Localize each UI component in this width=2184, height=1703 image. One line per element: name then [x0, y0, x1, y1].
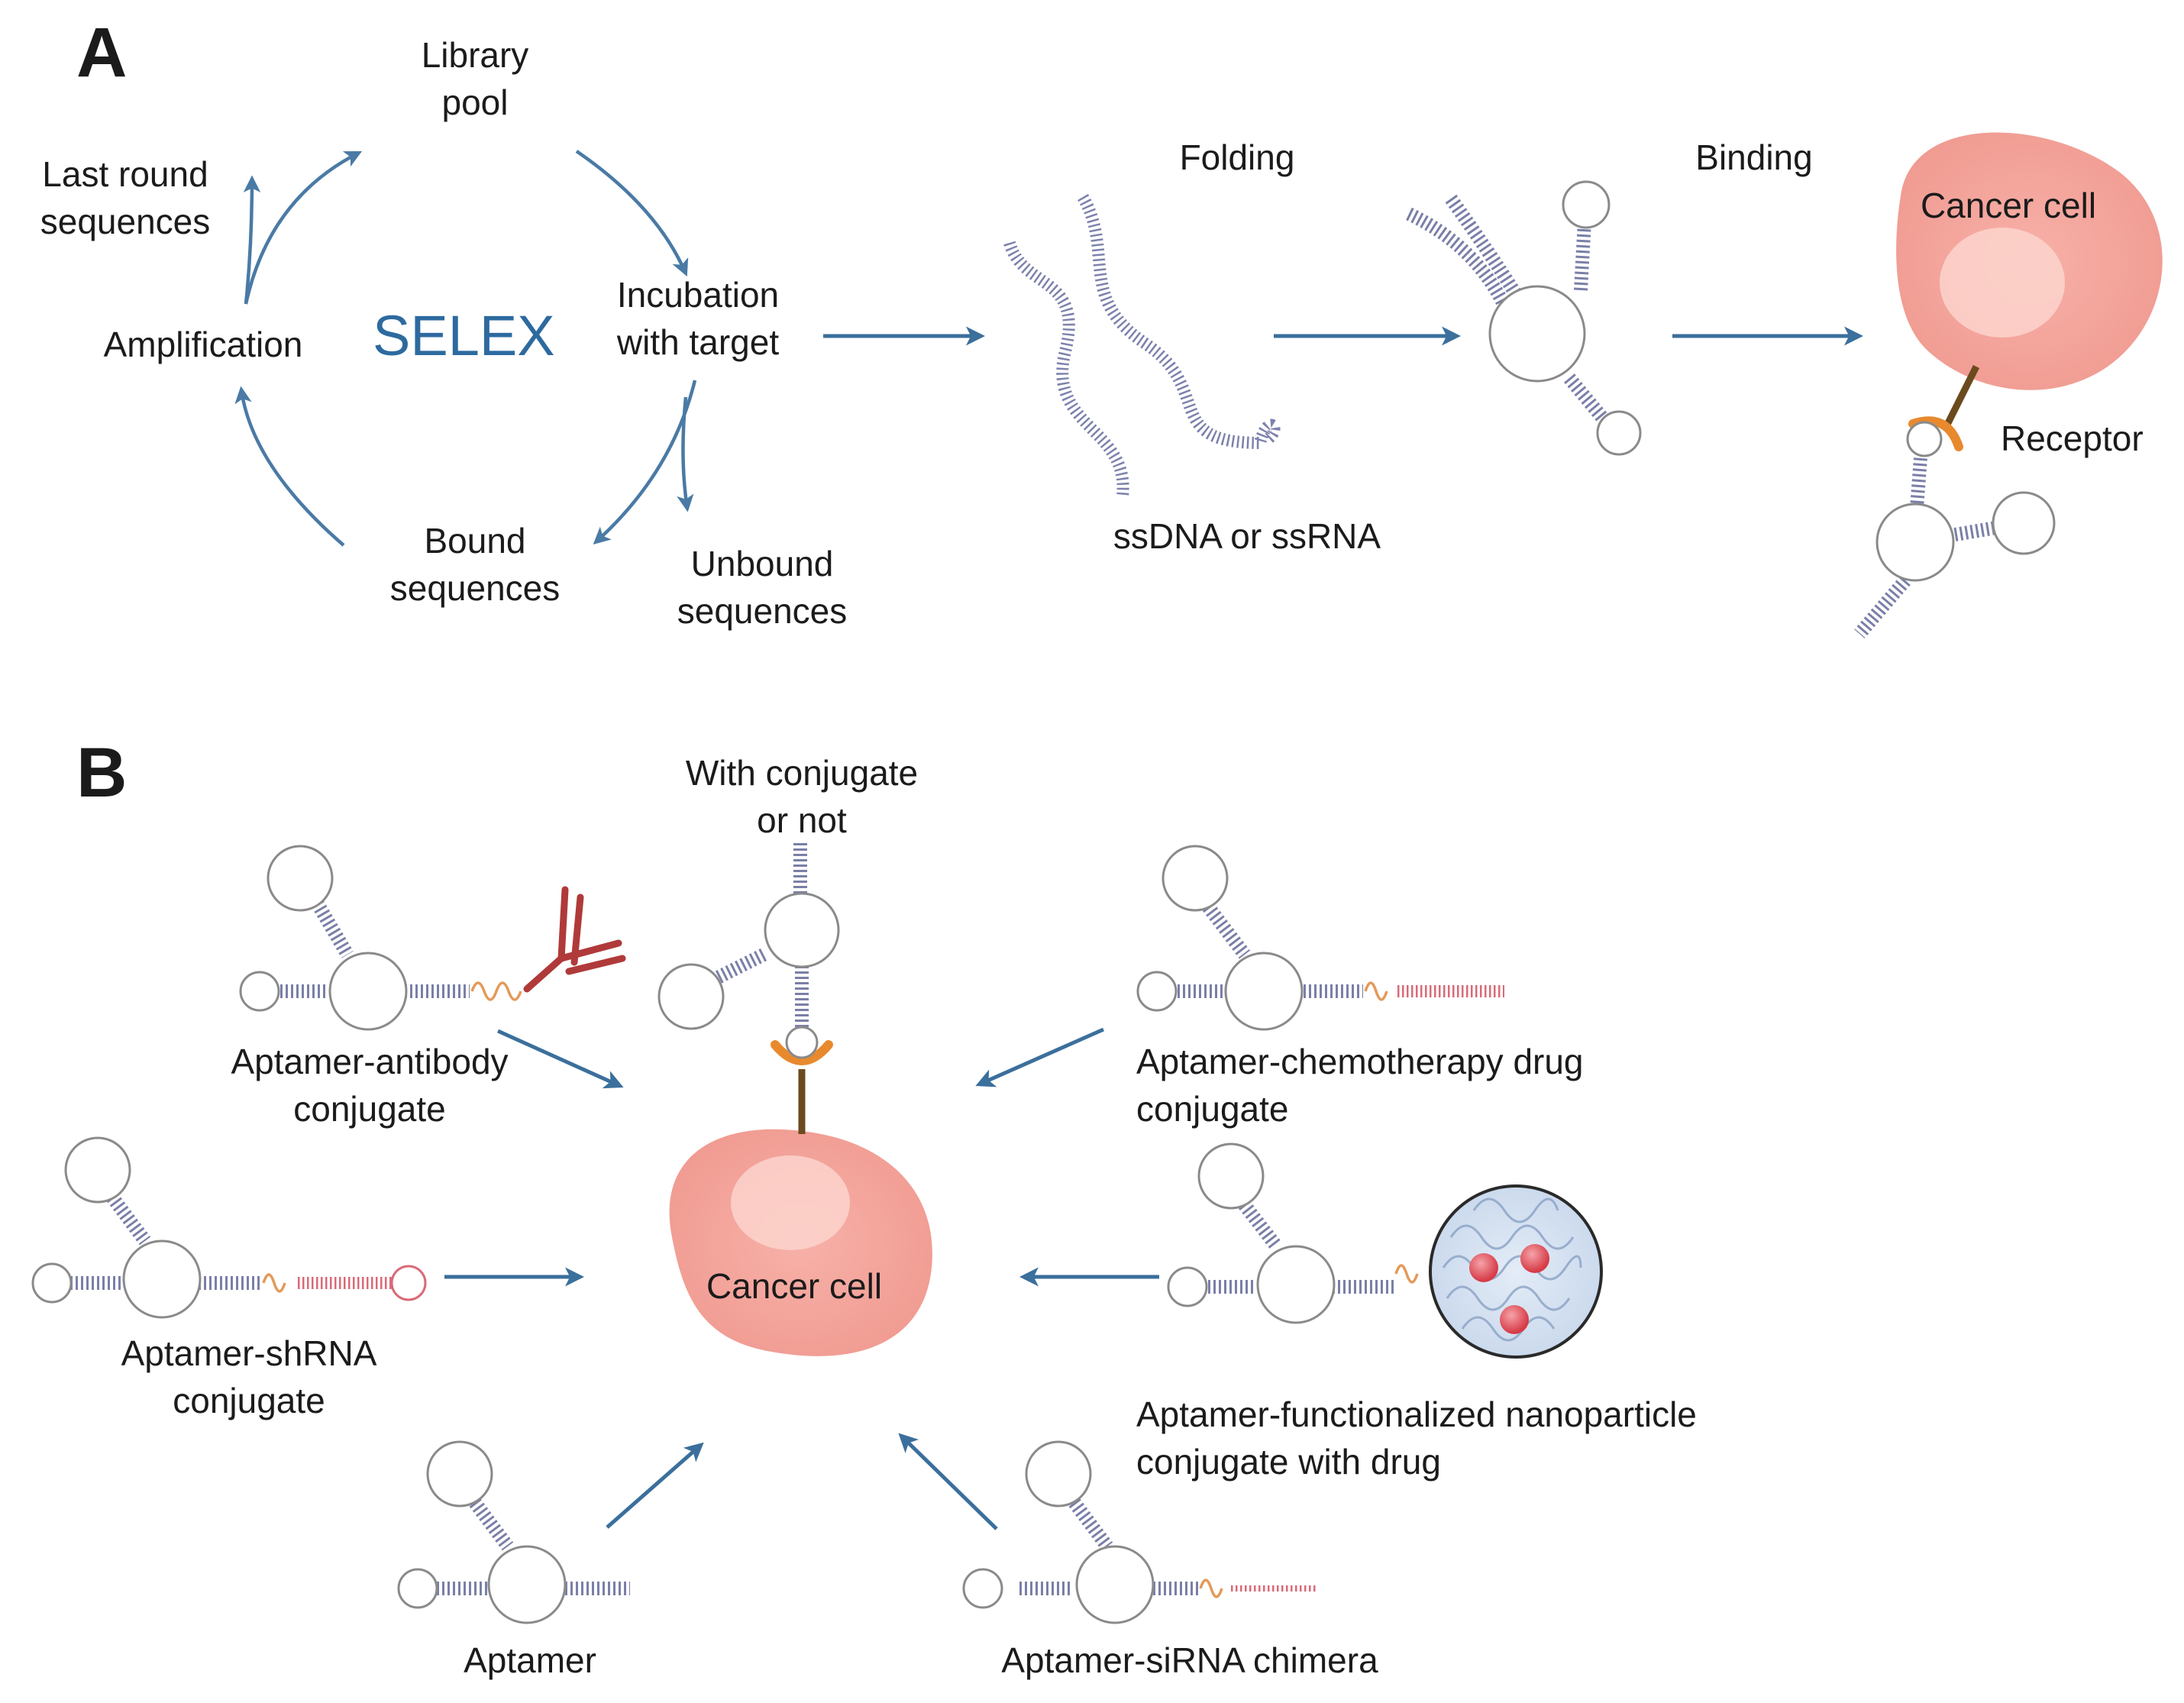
antibody-label-line2: conjugate [293, 1089, 446, 1129]
nanoparticle-label-line2: conjugate with drug [1136, 1442, 1441, 1482]
folding-label: Folding [1180, 137, 1295, 177]
binding-label: Binding [1695, 137, 1812, 177]
arrow-antibody-to-cell [496, 1029, 624, 1089]
arrow-aptamer-to-cell [606, 1442, 704, 1529]
sirna-label: Aptamer-siRNA chimera [1001, 1640, 1378, 1680]
aptamer-label: Aptamer [464, 1640, 596, 1680]
unbound-label-line2: sequences [677, 591, 848, 631]
aptamer-shrna-conjugate [31, 1136, 427, 1319]
cell-nucleus-a [1940, 228, 2065, 338]
aptamer-nanoparticle-conjugate [1167, 1142, 1603, 1359]
arrow-incubation-to-bound [593, 380, 697, 545]
drug-particle-icon [1520, 1244, 1549, 1273]
bound-label-line2: sequences [390, 568, 561, 608]
nanoparticle-label-line1: Aptamer-functionalized nanoparticle [1136, 1394, 1697, 1434]
cancer-cell-a: Cancer cell [1896, 132, 2163, 390]
arrow-pool-to-incubation [575, 150, 689, 277]
unbound-label-line1: Unbound [691, 544, 834, 583]
selex-title: SELEX [373, 304, 555, 367]
last-round-label-line2: sequences [40, 202, 211, 241]
arrow-sirna-to-cell [898, 1433, 998, 1530]
last-round-label-line1: Last round [42, 154, 208, 194]
aptamer-sirna-chimera [962, 1440, 1318, 1624]
antibody-icon [523, 886, 626, 993]
library-pool-label-line1: Library [422, 35, 529, 75]
cancer-cell-b: Cancer cell [669, 1129, 932, 1356]
ssdna-label: ssDNA or ssRNA [1113, 516, 1381, 556]
incubation-label-line1: Incubation [617, 275, 779, 315]
amplification-label: Amplification [104, 325, 303, 364]
aptamer-antibody-conjugate [239, 845, 626, 1031]
ssdna-strand-1 [1003, 241, 1129, 497]
with-conjugate-label-line1: With conjugate [686, 753, 918, 793]
panel-a-label: A [76, 14, 127, 92]
arrow-incubation-to-unbound [677, 396, 694, 512]
shrna-label-line1: Aptamer-shRNA [121, 1333, 377, 1373]
aptamer-loop-center [1488, 285, 1586, 383]
receptor-label: Receptor [2001, 418, 2144, 458]
folded-aptamer [1406, 180, 1642, 456]
panel-a: A SELEX Library pool Incubation with tar… [40, 14, 2163, 638]
arrow-amplification-to-pool [244, 150, 363, 305]
panel-b-label: B [76, 734, 127, 812]
aptamer-loop-bottom [1596, 410, 1642, 456]
library-pool-label-line2: pool [442, 82, 509, 122]
cancer-cell-a-label: Cancer cell [1921, 186, 2096, 225]
ssdna-strand-2 [1077, 193, 1281, 450]
chemo-label-line2: conjugate [1136, 1089, 1289, 1129]
arrow-amplification-to-last-round [243, 175, 261, 305]
aptamer-loop-top [1562, 180, 1611, 229]
receptor-stalk-a [1942, 364, 1980, 430]
arrow-chemo-to-cell [975, 1027, 1105, 1087]
cancer-cell-b-label: Cancer cell [706, 1266, 882, 1306]
drug-particle-icon [1500, 1305, 1529, 1334]
arrow-bound-to-amplification [234, 386, 345, 547]
drug-particle-icon [1469, 1253, 1498, 1282]
central-aptamer [657, 840, 840, 1059]
receptor-cup-b [771, 1040, 833, 1065]
bound-label-line1: Bound [424, 521, 525, 561]
antibody-label-line1: Aptamer-antibody [231, 1042, 508, 1081]
chemo-label-line1: Aptamer-chemotherapy drug [1136, 1042, 1584, 1081]
aptamer-plain [397, 1440, 630, 1624]
aptamer-chemo-conjugate [1136, 845, 1504, 1031]
shrna-label-line2: conjugate [173, 1381, 325, 1420]
with-conjugate-label-line2: or not [757, 800, 847, 840]
panel-b: B With conjugate or not Cancer cell [31, 734, 1697, 1680]
cell-nucleus-b [731, 1155, 850, 1250]
bound-aptamer-a [1854, 421, 2056, 638]
incubation-label-line2: with target [616, 322, 779, 362]
